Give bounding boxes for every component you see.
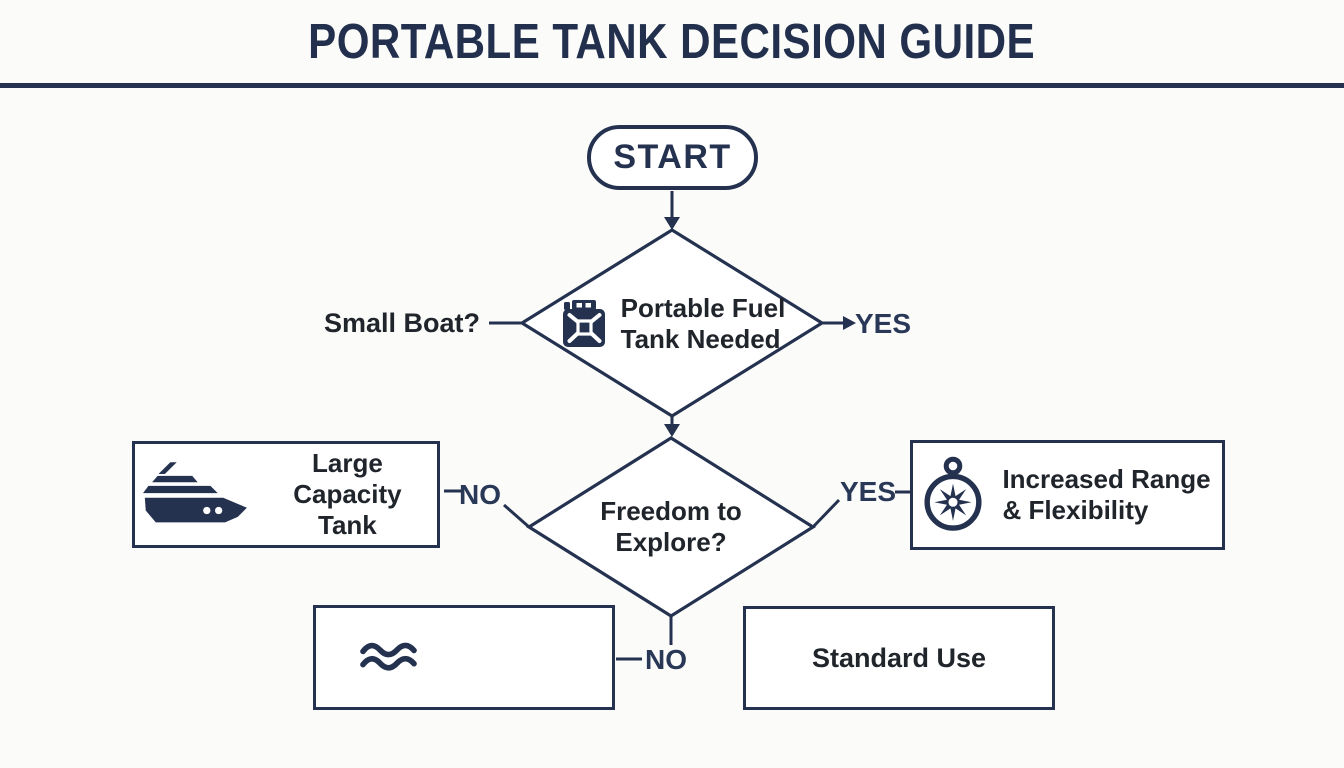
yacht-icon	[143, 461, 247, 522]
decision-freedom-line2: Explore?	[615, 526, 727, 557]
page-title: PORTABLE TANK DECISION GUIDE	[0, 14, 1344, 70]
decision-fuel-line2: Tank Needed	[620, 324, 781, 354]
outcome-increased-range-line2: & Flexibility	[1002, 495, 1149, 525]
outcome-large-tank-line1: Large	[312, 448, 383, 479]
title-divider	[0, 83, 1344, 88]
decision-fuel-line1: Portable Fuel	[620, 293, 786, 324]
jerrycan-icon	[562, 300, 605, 347]
arrowhead-down-1	[664, 217, 680, 230]
decision-fuel-label: Portable Fuel Tank Needed	[621, 293, 786, 354]
outcome-large-tank-box: Large Capacity Tank	[132, 441, 440, 548]
outcome-large-tank-line2: Capacity Tank	[293, 479, 402, 540]
arrowhead-yes-top	[843, 316, 856, 330]
arrowhead-down-2	[664, 424, 680, 437]
outcome-increased-range-line1: Increased Range	[1002, 464, 1211, 495]
decision-freedom-diamond	[525, 436, 817, 618]
decision-freedom-content: Freedom to Explore?	[529, 496, 813, 557]
edge-label-freedom-down-no: NO	[645, 644, 687, 675]
waves-icon	[360, 642, 417, 671]
outcome-increased-range-box: Increased Range & Flexibility	[910, 440, 1225, 550]
decision-freedom-line1: Freedom to	[600, 496, 742, 526]
edge-label-freedom-no: NO	[459, 479, 501, 510]
start-node: START	[587, 125, 758, 190]
outcome-standard-use-label: Standard Use	[811, 642, 987, 673]
edge-label-freedom-yes: YES	[840, 476, 897, 507]
edge-label-fuel-yes: YES	[855, 308, 912, 339]
edge-freedom-to-no	[503, 503, 530, 529]
decision-fuel-diamond	[518, 228, 826, 418]
outcome-large-tank-label: Large Capacity Tank	[266, 448, 429, 540]
edge-label-small-boat: Small Boat?	[323, 308, 480, 338]
start-label: START	[613, 138, 732, 176]
outcome-increased-range-label: Increased Range & Flexibility	[1002, 464, 1210, 525]
page-title-text: PORTABLE TANK DECISION GUIDE	[308, 15, 1036, 69]
edge-freedom-to-yes	[811, 498, 841, 529]
compass-icon	[924, 456, 982, 531]
decision-fuel-content: Portable Fuel Tank Needed	[540, 291, 808, 357]
outcome-standard-use-box: Standard Use	[743, 606, 1055, 710]
outcome-waves-box	[313, 605, 615, 710]
